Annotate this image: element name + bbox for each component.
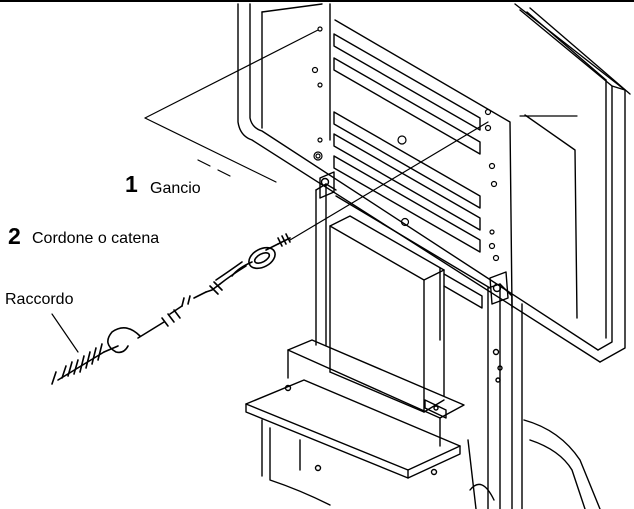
- leader-lines: [144, 29, 578, 241]
- cordone-label: Cordone o catena: [32, 230, 160, 247]
- raccordo-leader: [51, 313, 79, 353]
- cordone-number: 2: [8, 223, 21, 249]
- raccordo-label: Raccordo: [5, 291, 74, 308]
- cord-part: [137, 261, 247, 339]
- screw-holes: [311, 26, 500, 262]
- gancio-number: 1: [125, 171, 138, 197]
- display-panel: [237, 3, 631, 363]
- shelf: [245, 339, 465, 479]
- gancio-label: Gancio: [150, 180, 201, 197]
- screw-hook-part: [51, 327, 141, 385]
- vent-slots: [333, 33, 481, 253]
- stand: [245, 171, 601, 509]
